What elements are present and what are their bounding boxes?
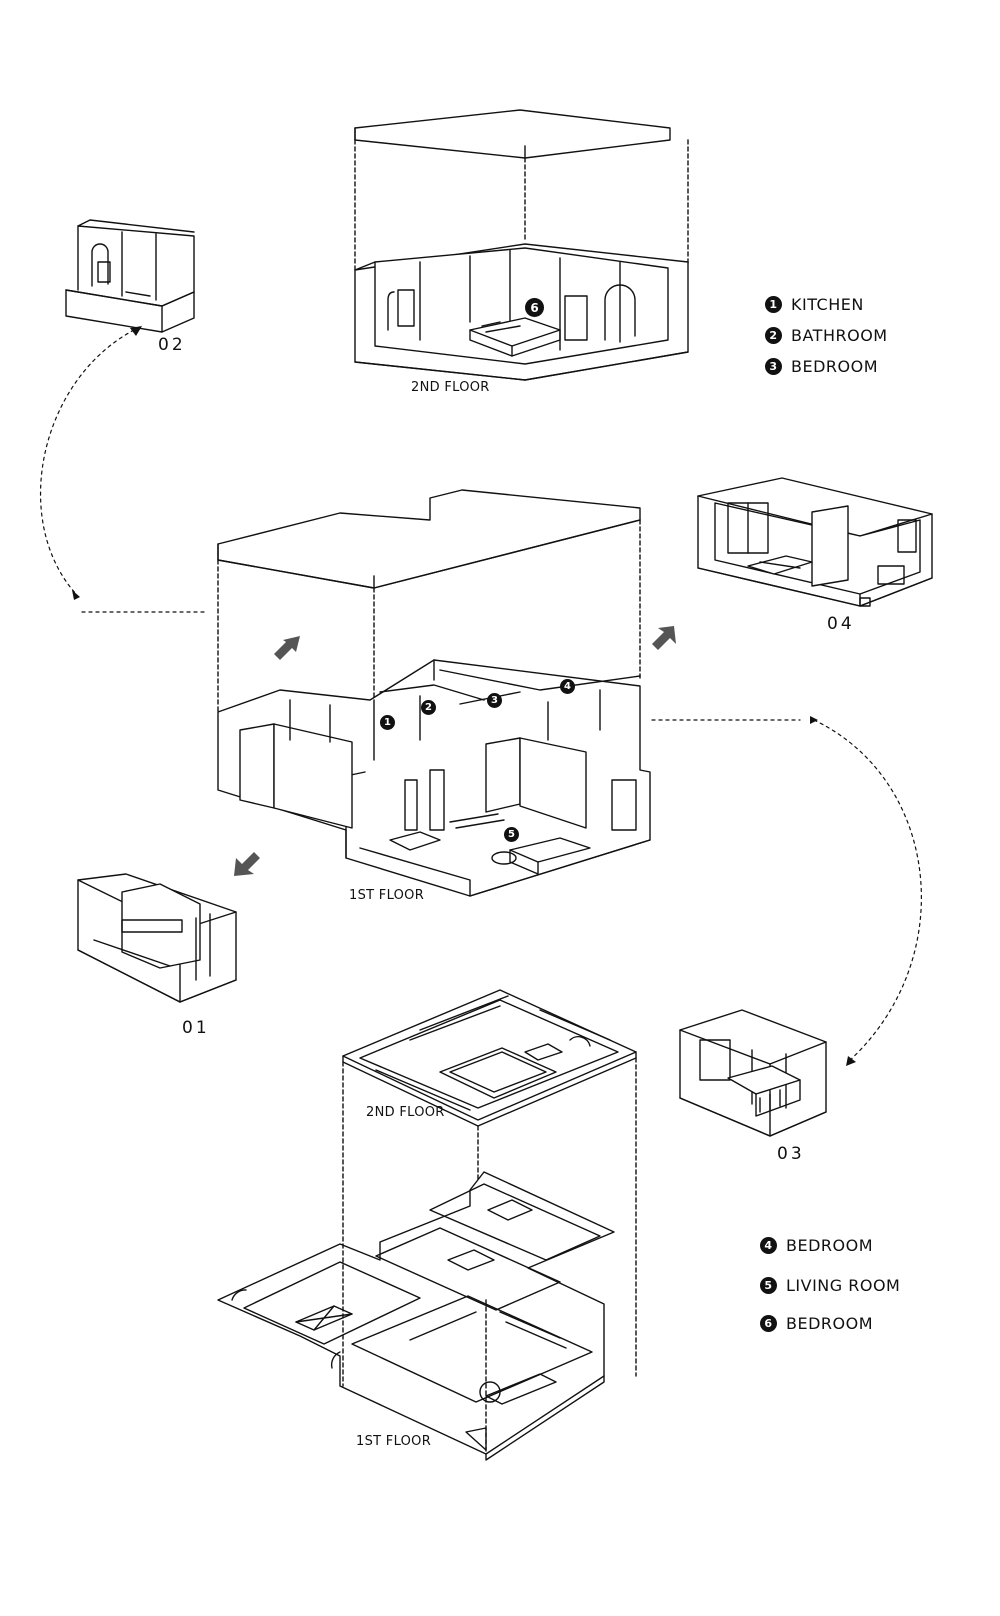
legend-top: 1 KITCHEN 2 BATHROOM 3 BEDROOM bbox=[765, 294, 965, 384]
room-marker-2: 2 bbox=[421, 700, 436, 715]
legend-badge: 6 bbox=[760, 1314, 777, 1332]
room-marker-6: 6 bbox=[525, 298, 544, 317]
legend-label: BEDROOM bbox=[786, 1235, 874, 1255]
caption-plan-second-floor: 2ND FLOOR bbox=[366, 1105, 445, 1120]
legend-label: BATHROOM bbox=[791, 325, 888, 345]
caption-plan-first-floor: 1ST FLOOR bbox=[356, 1434, 432, 1449]
legend-badge: 4 bbox=[760, 1236, 777, 1254]
view-label-02: 02 bbox=[158, 335, 186, 355]
room-marker-3: 3 bbox=[487, 693, 502, 708]
legend-item-bedroom-4: 4 BEDROOM bbox=[760, 1235, 873, 1255]
legend-label: KITCHEN bbox=[791, 294, 864, 314]
caption-middle-first-floor: 1ST FLOOR bbox=[349, 888, 425, 903]
caption-top-second-floor: 2ND FLOOR bbox=[411, 380, 490, 395]
legend-badge: 1 bbox=[765, 295, 782, 313]
view-02-bathroom-model bbox=[65, 219, 195, 333]
view-04-bedroom-model bbox=[697, 477, 933, 607]
plan-guide-lines bbox=[342, 1057, 637, 1455]
room-marker-1: 1 bbox=[380, 715, 395, 730]
first-floor-plan bbox=[217, 1171, 615, 1461]
legend-label: LIVING ROOM bbox=[786, 1275, 901, 1295]
view-label-04: 04 bbox=[827, 614, 855, 634]
legend-item-bedroom-6: 6 BEDROOM bbox=[760, 1313, 873, 1333]
legend-item-bathroom: 2 BATHROOM bbox=[765, 325, 888, 345]
connector-arrowheads bbox=[72, 326, 856, 1066]
legend-item-bedroom: 3 BEDROOM bbox=[765, 356, 878, 376]
view-01-kitchen-model bbox=[77, 873, 237, 1003]
second-floor-plan bbox=[342, 989, 637, 1127]
first-floor-isometric bbox=[217, 489, 651, 897]
legend-badge: 5 bbox=[760, 1276, 777, 1294]
room-marker-4: 4 bbox=[560, 679, 575, 694]
room-marker-5: 5 bbox=[504, 827, 519, 842]
legend-label: BEDROOM bbox=[786, 1313, 874, 1333]
view-label-03: 03 bbox=[777, 1144, 805, 1164]
legend-item-living-room: 5 LIVING ROOM bbox=[760, 1275, 900, 1295]
second-floor-isometric bbox=[354, 109, 689, 381]
view-03-bedroom-model bbox=[679, 1009, 827, 1137]
legend-bottom: 4 BEDROOM 5 LIVING ROOM 6 BEDROOM bbox=[760, 1235, 980, 1335]
legend-item-kitchen: 1 KITCHEN bbox=[765, 294, 864, 314]
legend-badge: 3 bbox=[765, 357, 782, 375]
direction-arrows bbox=[234, 626, 676, 876]
connector-lines bbox=[39, 329, 922, 1063]
legend-label: BEDROOM bbox=[791, 356, 879, 376]
view-label-01: 01 bbox=[182, 1018, 210, 1038]
legend-badge: 2 bbox=[765, 326, 782, 344]
